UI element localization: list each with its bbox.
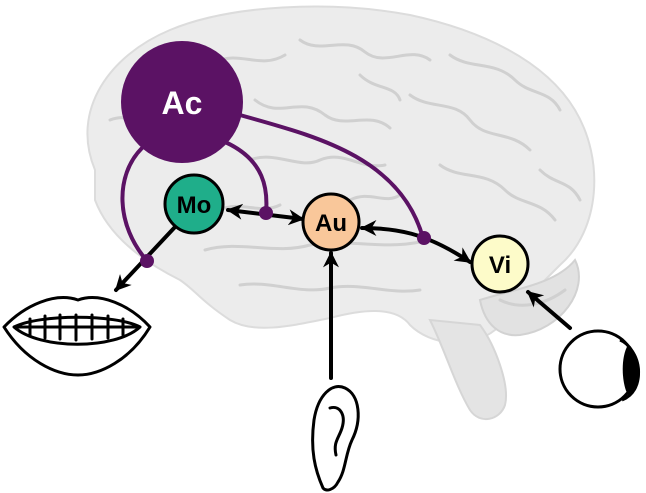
junction-dot-au-vi [417,231,431,245]
junction-dot-mo-au [259,206,273,220]
ear-icon [311,385,360,492]
au-vi-arrow [360,220,472,264]
node-mo-label: Mo [177,192,212,219]
node-vi-circle [470,234,530,294]
mouth-icon [2,296,152,377]
node-ac: Ac [121,41,243,163]
node-au-circle [301,192,361,252]
eye-vi-arrow [526,290,572,330]
node-vi: Vi [470,234,530,294]
eye-icon [558,329,641,409]
ac-to-mouth-link [120,146,150,264]
node-au: Au [301,192,361,252]
brain-stem [428,318,507,420]
node-mo-circle [163,173,225,235]
node-vi-label: Vi [489,252,511,279]
node-ac-label: Ac [162,85,203,121]
node-mo: Mo [163,173,225,235]
junction-dots [140,206,431,268]
ac-to-au-vi-link [238,113,425,240]
node-au-label: Au [315,210,347,237]
node-ac-circle [121,41,243,163]
junction-dot-mouth [140,254,154,268]
